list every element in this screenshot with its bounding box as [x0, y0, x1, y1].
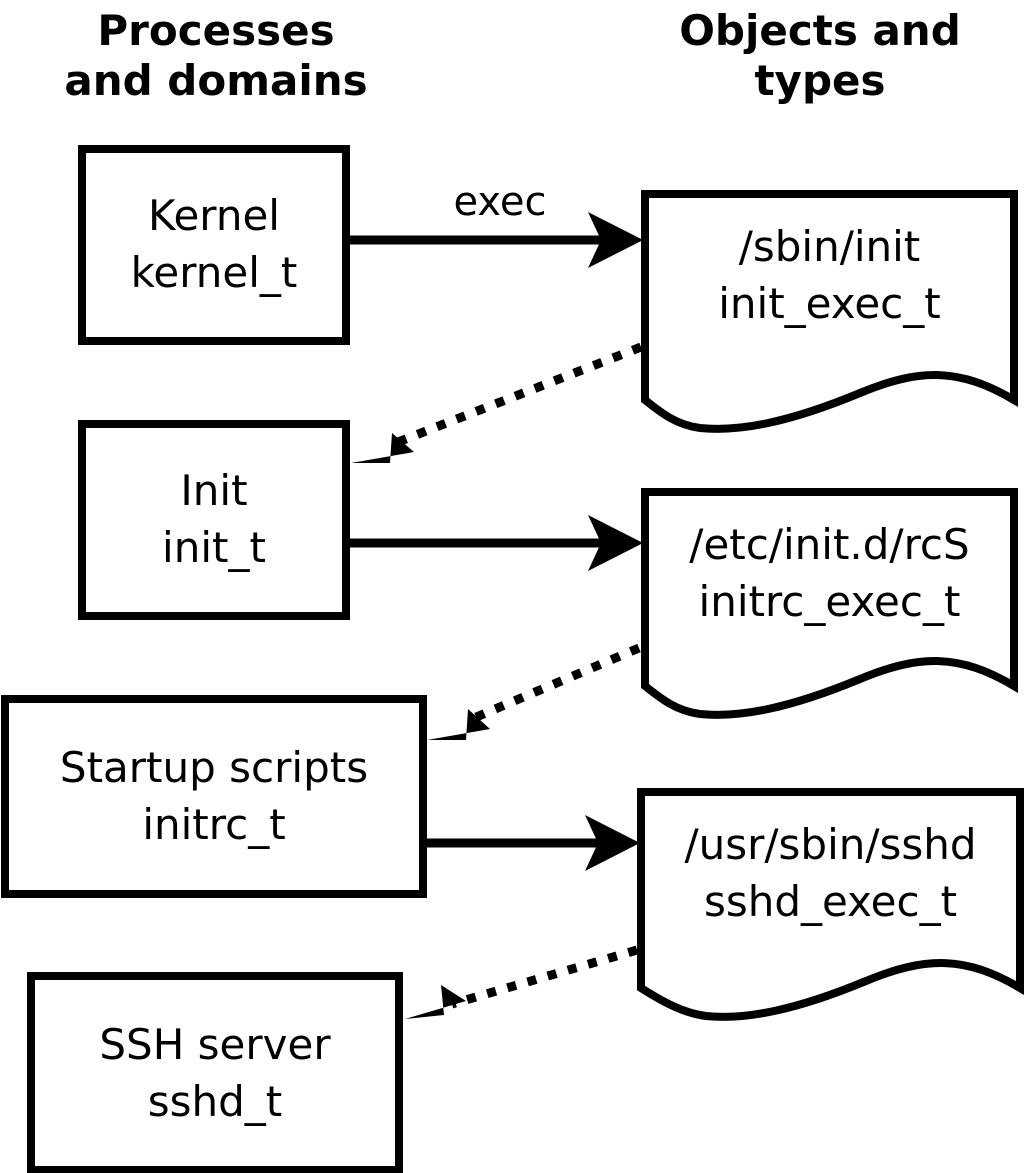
column-header-processes: Processes and domains	[64, 6, 368, 105]
process-box-init[interactable]	[78, 420, 350, 620]
process-box-initrc[interactable]	[1, 695, 427, 898]
column-header-objects: Objects and types	[679, 6, 961, 105]
process-box-kernel[interactable]	[78, 145, 350, 345]
edge-label-exec: exec	[453, 179, 547, 225]
process-box-sshd[interactable]	[27, 972, 403, 1173]
arrow-initexec-transition-init	[351, 342, 643, 463]
arrow-kernel-exec-init	[346, 212, 643, 268]
arrow-initrc-exec-sshd	[423, 815, 640, 871]
arrow-sshdexec-transition-sshd	[405, 945, 639, 1019]
object-doc-init-exec[interactable]	[641, 190, 1018, 433]
arrow-init-exec-initrc	[346, 515, 643, 571]
object-doc-initrc-exec[interactable]	[641, 488, 1018, 719]
object-doc-sshd-exec[interactable]	[637, 788, 1024, 1021]
arrow-initrcexec-transition-initrc	[427, 643, 641, 740]
